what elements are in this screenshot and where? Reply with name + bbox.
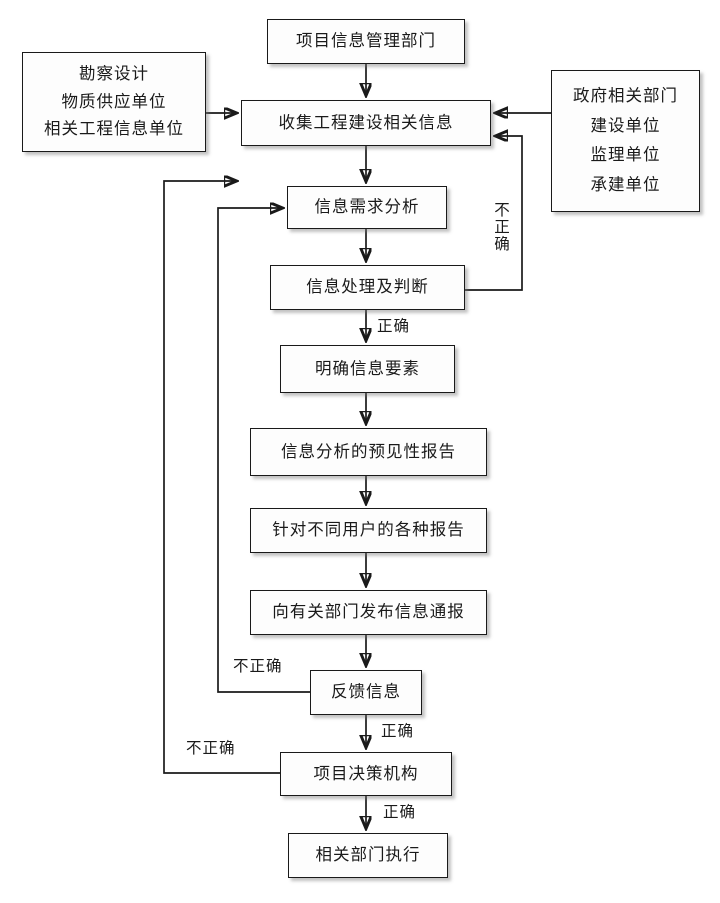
group-line-3: 相关工程信息单位 bbox=[44, 118, 184, 138]
group-line-3: 监理单位 bbox=[590, 145, 661, 165]
node-label: 信息处理及判断 bbox=[306, 277, 429, 297]
node-decision-body[interactable]: 项目决策机构 bbox=[280, 752, 452, 796]
group-line-1: 勘察设计 bbox=[79, 64, 149, 84]
node-label: 反馈信息 bbox=[331, 682, 401, 702]
node-collect-info[interactable]: 收集工程建设相关信息 bbox=[241, 100, 491, 146]
group-line-1: 政府相关部门 bbox=[573, 86, 678, 106]
node-label: 相关部门执行 bbox=[315, 845, 421, 865]
node-predictive-report[interactable]: 信息分析的预见性报告 bbox=[250, 428, 487, 476]
group-line-2: 建设单位 bbox=[590, 115, 661, 135]
node-label: 信息分析的预见性报告 bbox=[281, 441, 456, 461]
node-clarify-elements[interactable]: 明确信息要素 bbox=[280, 345, 455, 393]
node-publish-bulletin[interactable]: 向有关部门发布信息通报 bbox=[250, 590, 487, 635]
edge-label-incorrect-right: 不正确 bbox=[494, 202, 511, 254]
edge-label-correct-after-decision: 正确 bbox=[383, 804, 417, 821]
edge-decision-incorrect-to-collect bbox=[163, 181, 280, 774]
node-survey-design-group[interactable]: 勘察设计 物质供应单位 相关工程信息单位 bbox=[22, 52, 206, 152]
node-user-reports[interactable]: 针对不同用户的各种报告 bbox=[250, 508, 487, 553]
node-label: 项目决策机构 bbox=[313, 763, 419, 783]
group-line-4: 承建单位 bbox=[590, 174, 661, 194]
node-label: 信息需求分析 bbox=[314, 197, 420, 217]
node-feedback-info[interactable]: 反馈信息 bbox=[310, 670, 422, 715]
node-label: 向有关部门发布信息通报 bbox=[272, 602, 465, 622]
node-process-judge[interactable]: 信息处理及判断 bbox=[270, 265, 465, 310]
node-label: 收集工程建设相关信息 bbox=[278, 112, 454, 132]
node-project-info-dept[interactable]: 项目信息管理部门 bbox=[267, 19, 465, 64]
node-government-group[interactable]: 政府相关部门 建设单位 监理单位 承建单位 bbox=[551, 70, 700, 212]
node-demand-analysis[interactable]: 信息需求分析 bbox=[287, 186, 447, 229]
edge-label-correct-after-judge: 正确 bbox=[377, 318, 411, 335]
node-label: 针对不同用户的各种报告 bbox=[272, 520, 465, 540]
group-line-2: 物质供应单位 bbox=[61, 91, 167, 111]
edge-label-incorrect-decision: 不正确 bbox=[186, 740, 236, 757]
node-dept-execute[interactable]: 相关部门执行 bbox=[288, 833, 448, 878]
edge-label-correct-after-feedback: 正确 bbox=[381, 723, 415, 740]
node-label: 明确信息要素 bbox=[315, 358, 420, 378]
edge-label-incorrect-feedback: 不正确 bbox=[233, 658, 283, 675]
node-label: 项目信息管理部门 bbox=[296, 31, 436, 51]
